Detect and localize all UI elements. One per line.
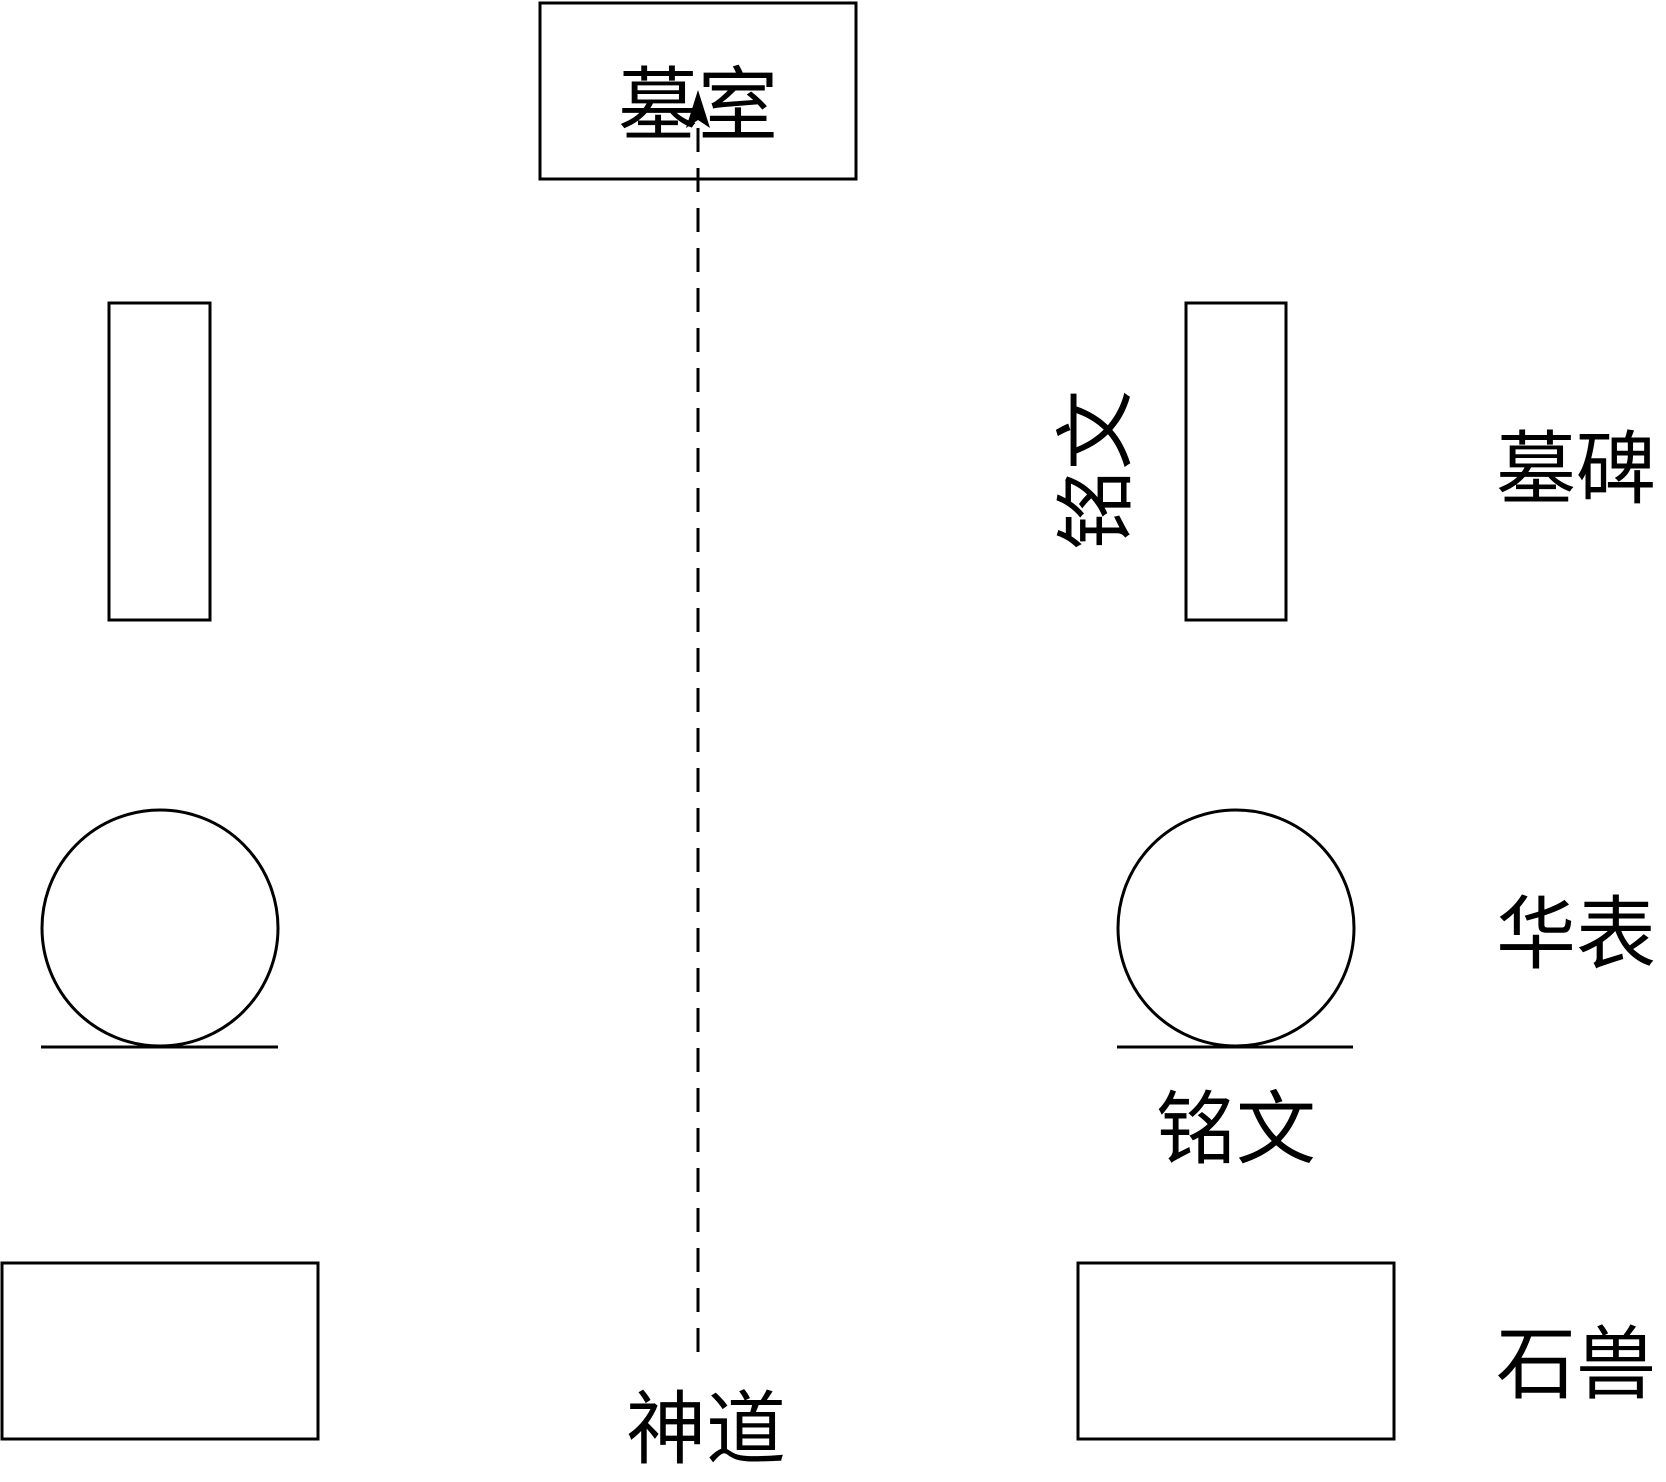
tombstone-inscription-label: 铭文: [1050, 390, 1143, 550]
tombstone-left: [107, 301, 212, 622]
tomb-chamber-label: 墓室: [618, 59, 778, 152]
ornamental-column-right: [1116, 808, 1356, 1048]
column-inscription-label: 铭文: [1156, 1083, 1316, 1176]
tombstone-row-label: 墓碑: [1496, 423, 1656, 516]
tombstone-right: [1184, 301, 1288, 622]
stone-beast-right: [1076, 1261, 1396, 1441]
spirit-way-label: 神道: [626, 1383, 786, 1476]
spirit-way-arrowhead: [686, 90, 710, 128]
stone-beast-row-label: 石兽: [1496, 1318, 1656, 1411]
ornamental-column-row-label: 华表: [1496, 888, 1656, 981]
ornamental-column-left: [40, 808, 280, 1048]
stone-beast-left: [0, 1261, 320, 1441]
